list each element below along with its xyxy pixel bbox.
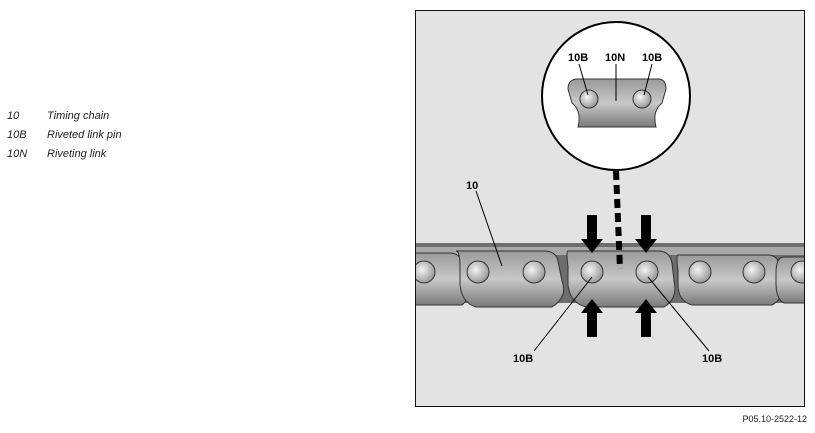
legend: 10 Timing chain 10B Riveted link pin 10N Ri…	[7, 107, 122, 164]
detail-connector	[613, 170, 623, 270]
detail-inset: 10B 10N 10B	[541, 21, 691, 171]
timing-chain-figure: 10B 10N 10B 10 10B 10B	[415, 10, 805, 407]
arrow-down-left-icon	[581, 215, 603, 253]
legend-item-timing-chain: 10 Timing chain	[7, 107, 122, 126]
label-pin-left: 10B	[513, 353, 533, 365]
inset-label-pin-left: 10B	[568, 52, 588, 64]
legend-description: Riveted link pin	[47, 129, 122, 141]
legend-code: 10N	[7, 148, 28, 160]
figure-reference-code: P05.10-2522-12	[742, 414, 807, 424]
arrow-up-left-icon	[581, 299, 603, 337]
legend-item-riveting-link: 10N Riveting link	[7, 145, 122, 164]
riveted-link-pin-right	[635, 260, 659, 284]
legend-code: 10B	[7, 129, 27, 141]
label-timing-chain: 10	[466, 180, 478, 192]
label-pin-right: 10B	[702, 353, 722, 365]
timing-chain	[416, 243, 804, 308]
timing-chain-illustration: 10B 10N 10B 10 10B 10B	[416, 21, 804, 365]
press-arrows	[581, 215, 657, 337]
inset-label-riveting-link: 10N	[605, 52, 625, 64]
riveted-link-pin-left	[580, 260, 604, 284]
legend-item-riveted-link-pin: 10B Riveted link pin	[7, 126, 122, 145]
legend-description: Timing chain	[47, 110, 110, 122]
arrow-up-right-icon	[635, 299, 657, 337]
inset-label-pin-right: 10B	[642, 52, 662, 64]
legend-description: Riveting link	[47, 148, 107, 160]
arrow-down-right-icon	[635, 215, 657, 253]
legend-code: 10	[7, 110, 20, 122]
